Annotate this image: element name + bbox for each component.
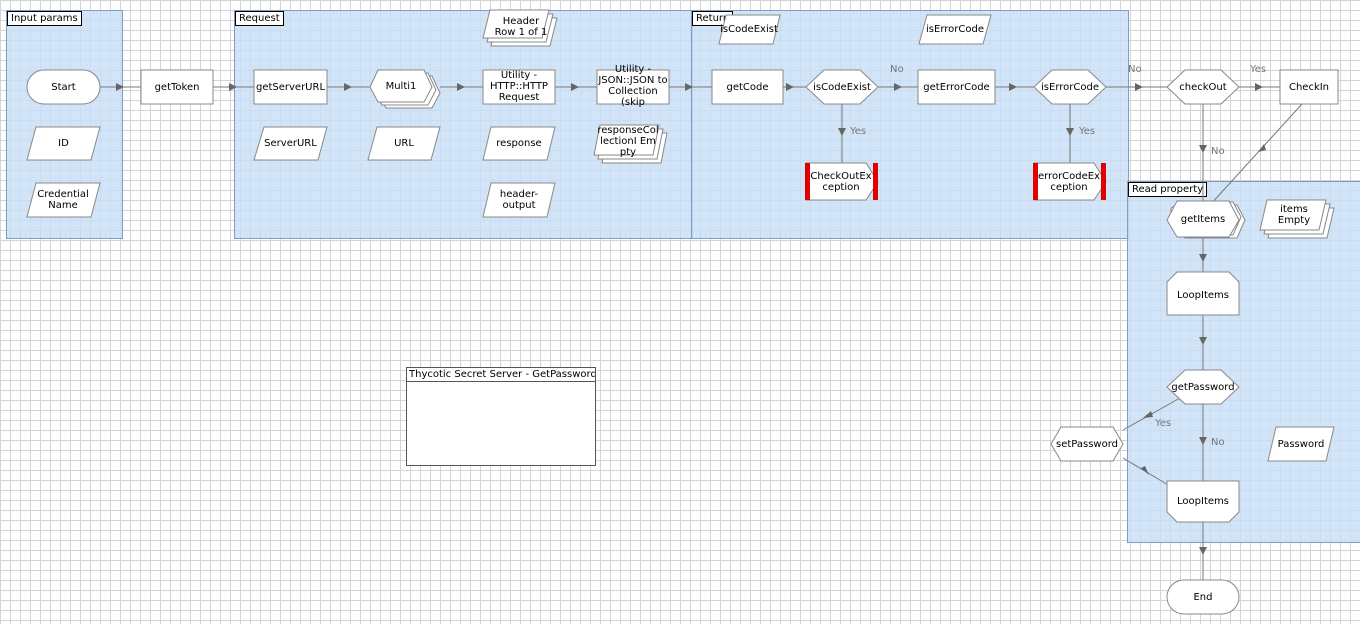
header-stack[interactable] bbox=[482, 9, 558, 47]
code-exist-no-label: No bbox=[890, 64, 904, 75]
is-error-code-variable[interactable] bbox=[918, 14, 992, 45]
block-title: Input params bbox=[7, 11, 82, 26]
is-error-code-decision[interactable] bbox=[1033, 69, 1107, 105]
id-parameter[interactable] bbox=[26, 126, 101, 161]
get-server-url-step[interactable] bbox=[253, 69, 328, 105]
server-url-data[interactable] bbox=[253, 126, 328, 161]
get-password-decision[interactable] bbox=[1166, 369, 1240, 405]
set-password-step[interactable] bbox=[1050, 426, 1124, 462]
code-exist-yes-label: Yes bbox=[850, 126, 867, 137]
get-token-step[interactable] bbox=[140, 69, 214, 105]
response-data[interactable] bbox=[482, 126, 556, 161]
get-error-code-step[interactable] bbox=[917, 69, 996, 105]
error-code-no-label: No bbox=[1128, 64, 1142, 75]
checkout-yes-label: Yes bbox=[1250, 64, 1267, 75]
block-return[interactable]: Return bbox=[691, 10, 1129, 239]
json-to-collection-step[interactable] bbox=[596, 69, 670, 105]
loop-items-end[interactable] bbox=[1166, 480, 1240, 523]
checkout-no-label: No bbox=[1211, 146, 1225, 157]
get-items-stack[interactable] bbox=[1166, 200, 1246, 239]
get-password-yes-label: Yes bbox=[1155, 418, 1172, 429]
exception-marker bbox=[805, 163, 810, 200]
items-stack[interactable] bbox=[1259, 199, 1335, 239]
password-data[interactable] bbox=[1267, 426, 1335, 462]
block-title: Read property bbox=[1128, 182, 1208, 197]
http-request-step[interactable] bbox=[482, 69, 556, 105]
url-data[interactable] bbox=[367, 126, 441, 161]
block-read-property[interactable]: Read property bbox=[1127, 181, 1360, 543]
header-output-data[interactable] bbox=[482, 182, 556, 218]
checkin-step[interactable] bbox=[1279, 69, 1339, 105]
end-terminator[interactable] bbox=[1166, 579, 1240, 615]
error-code-exception-step[interactable] bbox=[1033, 162, 1107, 201]
multi1-stack[interactable] bbox=[369, 69, 441, 109]
note-title: Thycotic Secret Server - GetPasswordByI bbox=[407, 369, 595, 382]
exception-marker bbox=[1101, 163, 1106, 200]
error-code-yes-label: Yes bbox=[1079, 126, 1096, 137]
credential-name-parameter[interactable] bbox=[26, 182, 101, 218]
exception-marker bbox=[873, 163, 878, 200]
loop-items-start[interactable] bbox=[1166, 271, 1240, 316]
response-collection-stack[interactable] bbox=[593, 124, 668, 164]
exception-marker bbox=[1033, 163, 1038, 200]
connectors bbox=[100, 83, 1303, 580]
block-title: Request bbox=[235, 11, 284, 26]
is-code-exist-decision[interactable] bbox=[805, 69, 879, 105]
checkout-decision[interactable] bbox=[1166, 69, 1240, 105]
get-password-no-label: No bbox=[1211, 437, 1225, 448]
is-code-exist-variable[interactable] bbox=[718, 14, 781, 45]
start-terminator[interactable] bbox=[26, 69, 101, 105]
workflow-note[interactable]: Thycotic Secret Server - GetPasswordByI bbox=[406, 367, 596, 466]
checkout-exception-step[interactable] bbox=[805, 162, 879, 201]
get-code-step[interactable] bbox=[711, 69, 784, 105]
